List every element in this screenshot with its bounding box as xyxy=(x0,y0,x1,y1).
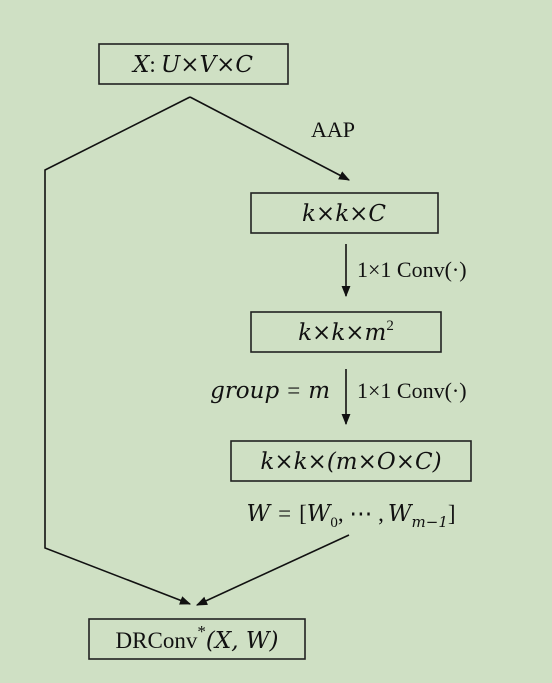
mid-tensor-label: k×k×m2 xyxy=(298,318,394,346)
kernel-tensor-label: k×k×(m×O×C) xyxy=(260,449,441,475)
weights-to-output-arrow xyxy=(195,534,350,606)
aap-label: AAP xyxy=(311,117,355,142)
input-tensor-label: X:U×V×C xyxy=(131,52,253,78)
output-label: DRConv*(X, W) xyxy=(116,622,279,654)
mid-tensor-box xyxy=(250,311,442,353)
conv2-label: 1×1 Conv(·) xyxy=(357,378,467,403)
kernel-tensor-box xyxy=(230,440,472,482)
conv1-label: 1×1 Conv(·) xyxy=(357,257,467,282)
group-label: group=m xyxy=(210,378,330,404)
pooled-tensor-box xyxy=(250,192,439,234)
input-tensor-box xyxy=(98,43,289,85)
pooled-tensor-label: k×k×C xyxy=(302,201,386,227)
weights-formula: W=[W0, ⋯ ,Wm−1] xyxy=(246,501,455,531)
output-box xyxy=(88,618,306,660)
aap-arrow xyxy=(189,96,350,181)
skip-connection-arrow xyxy=(44,96,192,605)
